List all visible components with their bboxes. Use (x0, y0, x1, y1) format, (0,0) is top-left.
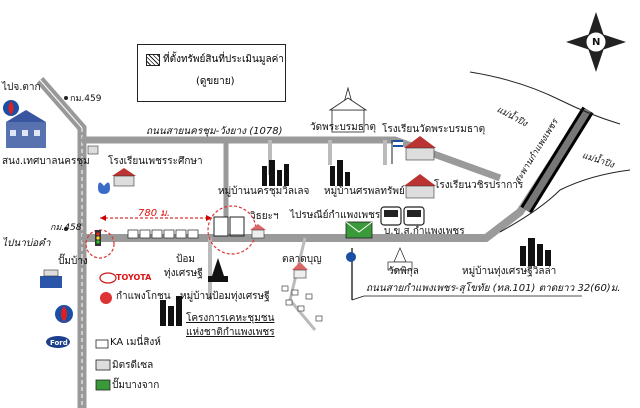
legend-title: ที่ตั้งทรัพย์สินที่ประเมินมูลค่า (163, 54, 284, 65)
wittaya-house-icon (250, 224, 266, 239)
school-wachira-icon (404, 174, 436, 199)
bus-label: บ.ข.ส.กำแพงเพชร (384, 226, 465, 237)
school-phet-label: โรงเรียนเพชรระศึกษา (108, 156, 203, 167)
gas-station-icon (40, 269, 62, 288)
ptt-small-icon (346, 252, 356, 262)
school-phet-icon (112, 168, 136, 187)
to-tak-label: ไปจ.ตาก (2, 82, 41, 93)
bangchak-icon (95, 379, 111, 391)
pump-ptt-label: ปั๊มบ้าง (58, 256, 88, 267)
wat-phikun-label: วัดพิกุล (388, 266, 419, 277)
wat-phikun-icon (387, 247, 413, 271)
ptt-station-logo-icon (55, 305, 73, 323)
ford-label: Ford (50, 339, 68, 347)
dealer-logo-icon (100, 292, 112, 304)
ptt-logo-icon (3, 100, 19, 116)
toyota-label: TOYOTA (116, 273, 152, 282)
municipality-building-icon (6, 110, 46, 148)
bottom-road-label: ถนนสายกำแพงเพชร-สุโขทัย (ทล.101) ตาดยาว … (366, 283, 621, 294)
village-pom-label: หมู่บ้านป้อมทุ่งเศรษฐี (180, 291, 270, 302)
top-road-label: ถนนสายนครชุม-วังยาง (1078) (146, 126, 283, 137)
thung-setthi-label: ทุ่งเศรษฐี (164, 268, 203, 279)
pom-icon (208, 258, 228, 282)
legend-sub: (ดูขยาย) (196, 76, 235, 87)
toyota-dealer-label: กำแพงโกชน (116, 291, 171, 302)
temple-icon (328, 86, 368, 133)
post-office-icon (345, 221, 373, 239)
houses-row-icon (127, 229, 199, 239)
school-wachira-label: โรงเรียนวชิรปราการ (434, 180, 524, 191)
village-setthi-label: หมู่บ้านทุ่งเศรษฐีวิลล่า (462, 266, 557, 277)
distance-label: 780 ม. (138, 208, 171, 219)
village-sap-label: หมู่บ้านศรพลทรัพย์ (324, 186, 405, 197)
market-icon (292, 262, 308, 279)
hatch-swatch (146, 54, 160, 66)
legend-box: ที่ตั้งทรัพย์สินที่ประเมินมูลค่า (ดูขยาย… (137, 44, 286, 102)
km-459-label: กม.459 (70, 94, 102, 104)
toyota-logo-icon (99, 272, 117, 284)
pom-label: ป้อม (176, 254, 195, 265)
post-office-label: ไปรษณีย์กำแพงเพชร (290, 210, 381, 221)
project2-label: แห่งชาติกำแพงเพชร (186, 327, 275, 338)
village-nakhonchum-label: หมู่บ้านนครชุมวิลเลจ (218, 186, 310, 197)
project-icon (160, 296, 182, 326)
highway-centerline (39, 79, 83, 129)
school-wat-icon (404, 136, 436, 161)
school-wat-label: โรงเรียนวัดพระบรมธาตุ (382, 124, 486, 135)
diesel-label: มิตรดีเซล (112, 360, 154, 371)
ka-label: KA เมนี่สิงห์ (110, 337, 161, 348)
wat-label: วัดพระบรมธาตุ (310, 122, 376, 133)
compass-letter: N (592, 37, 601, 48)
ford-logo-icon (46, 336, 70, 348)
pump-bang-label: ปั๊มบางจาก (112, 380, 160, 391)
to-bo-ngam-label: ไปนาบ่อคำ (2, 238, 51, 249)
river-south (499, 169, 631, 233)
river-north (469, 71, 621, 125)
bus-icon (380, 206, 425, 226)
km-458-label: กม.458 (50, 223, 82, 233)
wittaya-label: วิธยะฯ (250, 211, 279, 222)
village-sap-icon (330, 160, 350, 186)
compass-icon (566, 12, 626, 72)
flag-icon (391, 140, 403, 164)
village-nakhonchum-icon (262, 160, 289, 186)
market-label: ตลาดบุญ (282, 254, 322, 265)
village-setthi-icon (520, 238, 551, 266)
project-label: โครงการเคหะชุมชน (186, 313, 275, 324)
water-drop-icon (98, 182, 110, 194)
ka-icon (95, 339, 109, 349)
municipality-label: สนง.เทศบาลนครชุม (2, 156, 90, 167)
diesel-icon (95, 359, 111, 371)
